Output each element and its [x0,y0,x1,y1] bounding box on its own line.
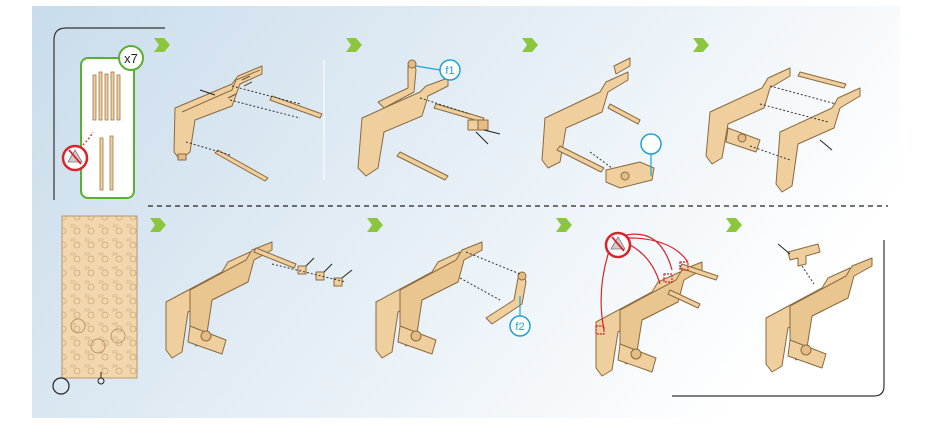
callout-blank-circle [641,134,661,154]
quantity-label: x7 [124,51,138,66]
callout-f1-label: f1 [445,65,454,77]
parts-sheet [53,216,137,394]
callout-f2-label: f2 [515,321,524,333]
